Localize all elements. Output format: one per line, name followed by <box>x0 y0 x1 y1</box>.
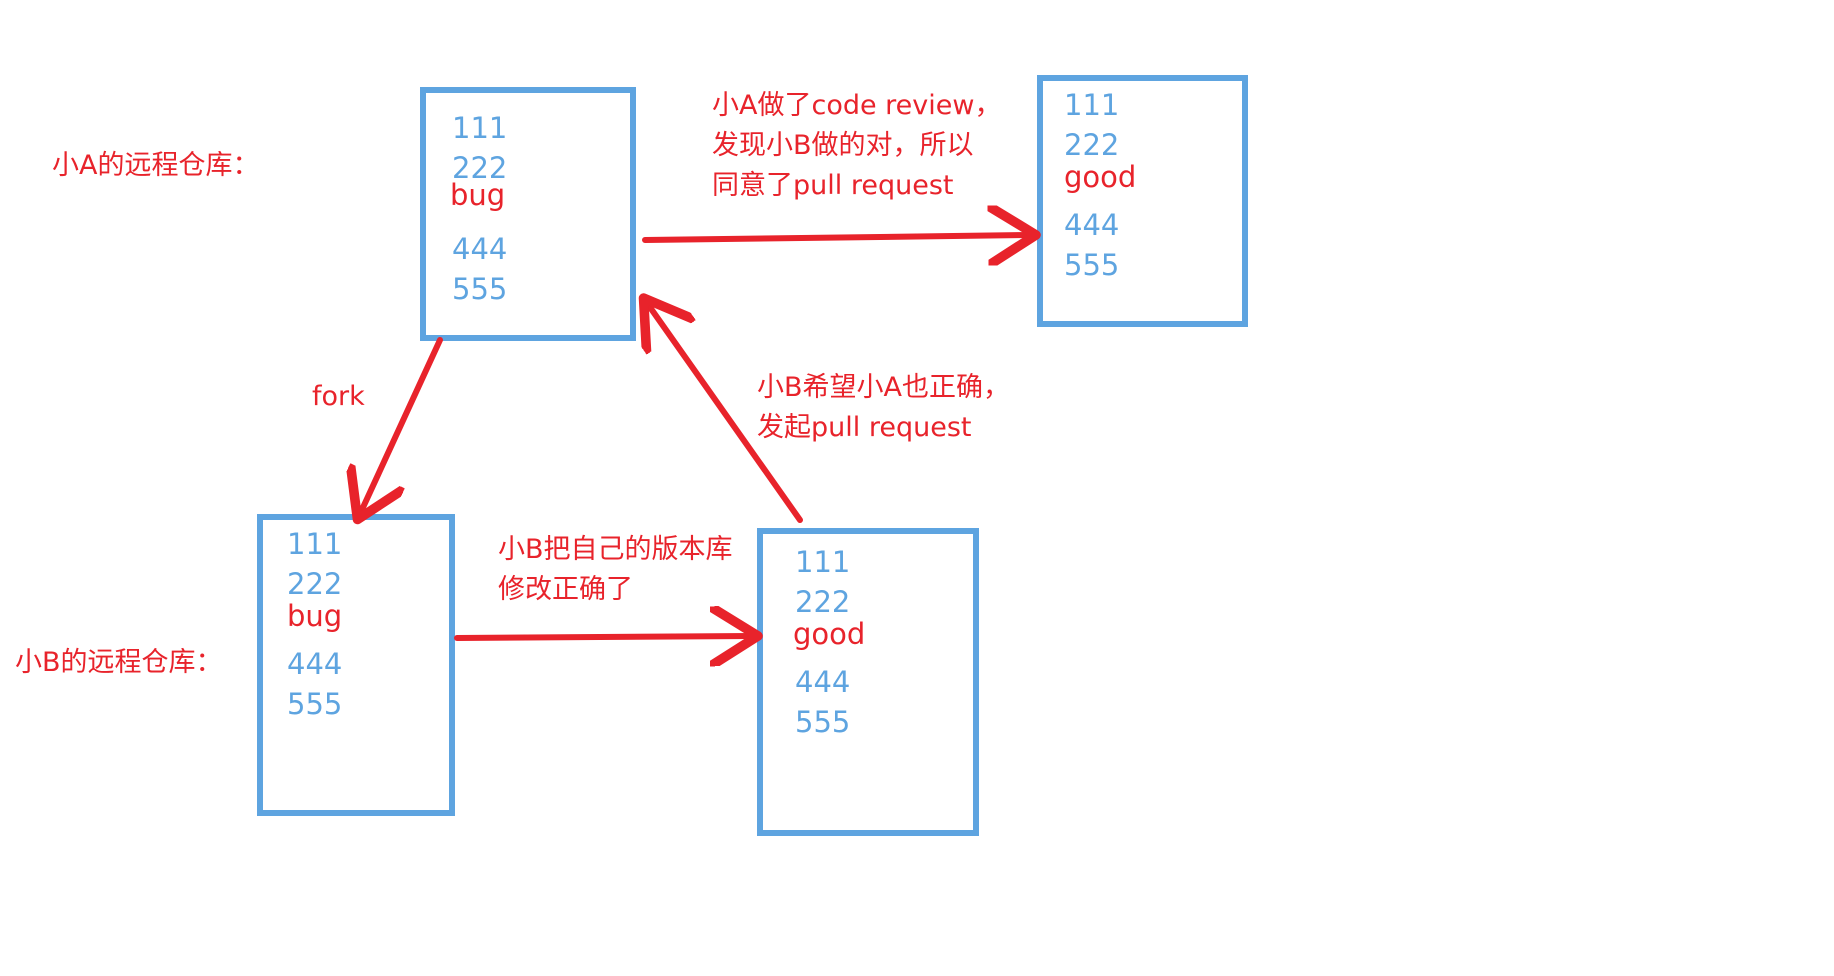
pull-request-annotation-line: 发起pull request <box>757 412 972 443</box>
box-line: 111 <box>452 111 508 145</box>
fix-arrow <box>454 636 752 638</box>
box-line: 222 <box>452 151 508 185</box>
fix-annotation-line: 修改正确了 <box>498 574 633 605</box>
repo-b-fork-box: 111 222 bug 444 555 <box>257 514 455 816</box>
repo-b-fixed-box: 111 222 good 444 555 <box>757 528 979 836</box>
box-line: 111 <box>1064 88 1120 122</box>
merge-arrow <box>642 235 1030 240</box>
repo-a-original-box: 111 222 bug 444 555 <box>420 87 636 341</box>
box-line-changed: good <box>1064 160 1137 194</box>
box-line: 111 <box>287 527 343 561</box>
pull-request-arrow <box>647 303 803 523</box>
repo-a-merged-box: 111 222 good 444 555 <box>1037 75 1248 327</box>
box-line: 555 <box>1064 248 1120 282</box>
pull-request-annotation-line: 小B希望小A也正确， <box>757 372 1010 403</box>
box-line: 222 <box>795 585 851 619</box>
box-line: 555 <box>795 705 851 739</box>
box-line: 444 <box>287 647 343 681</box>
box-line: 444 <box>795 665 851 699</box>
box-line: 111 <box>795 545 851 579</box>
fix-annotation-line: 小B把自己的版本库 <box>498 534 733 565</box>
box-line: 444 <box>452 232 508 266</box>
box-line: 444 <box>1064 208 1120 242</box>
box-line-changed: good <box>793 617 866 651</box>
fork-annotation: fork <box>312 381 365 412</box>
box-line: 555 <box>287 687 343 721</box>
review-annotation-line: 小A做了code review， <box>712 90 1002 121</box>
review-annotation-line: 同意了pull request <box>712 170 954 201</box>
box-line: 222 <box>287 567 343 601</box>
repo-a-label: 小A的远程仓库： <box>52 150 260 181</box>
box-line: 555 <box>452 272 508 306</box>
box-line-changed: bug <box>287 599 343 633</box>
fork-arrow <box>360 337 443 514</box>
repo-b-label: 小B的远程仓库： <box>15 647 223 678</box>
box-line: 222 <box>1064 128 1120 162</box>
box-line-changed: bug <box>450 178 506 212</box>
review-annotation-line: 发现小B做的对，所以 <box>712 130 974 161</box>
